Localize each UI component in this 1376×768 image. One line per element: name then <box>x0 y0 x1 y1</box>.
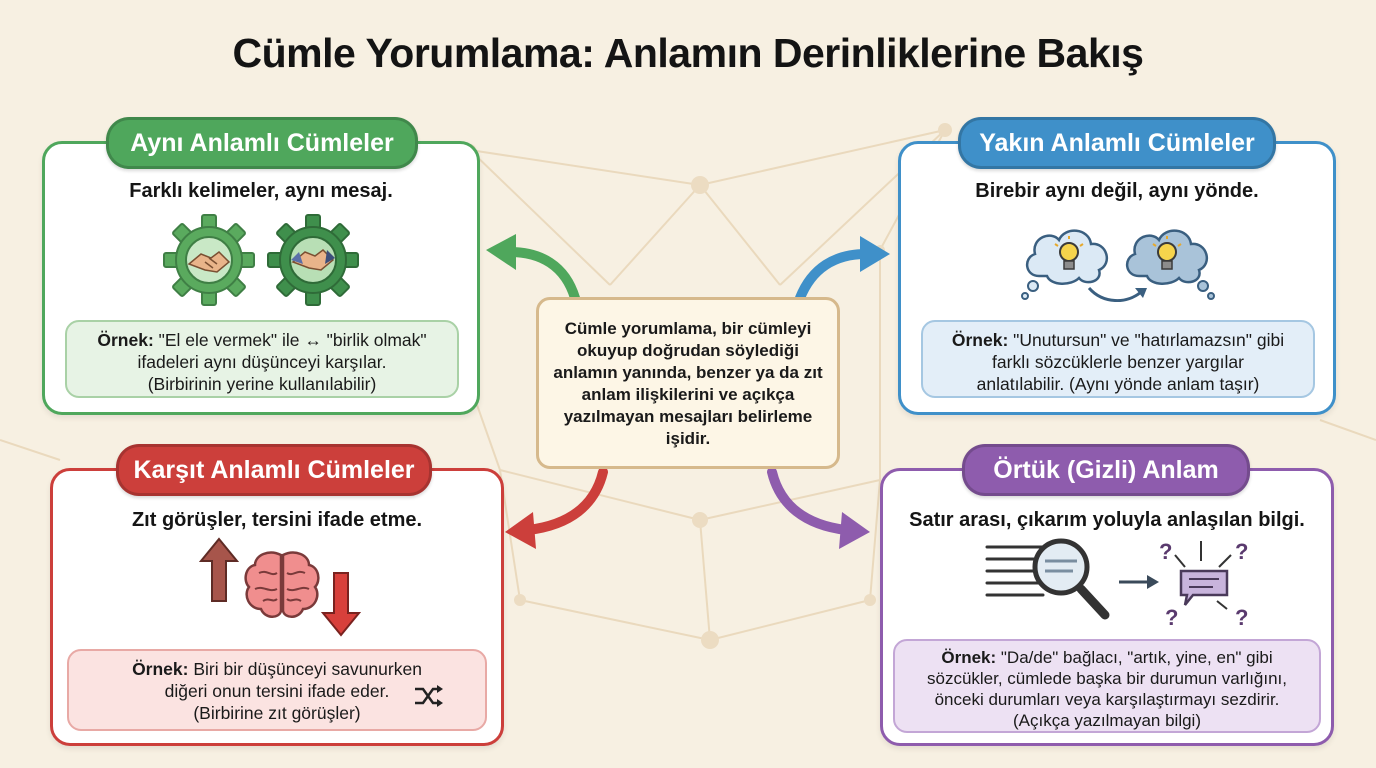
example-line: "Unutursun" ve "hatırlamazsın" gibi <box>1013 330 1285 350</box>
example-line: "El ele vermek" ile ↔ "birlik olmak" <box>158 330 427 350</box>
card-implicit-meaning: Satır arası, çıkarım yoluyla anlaşılan b… <box>880 468 1334 746</box>
svg-text:?: ? <box>1235 539 1248 564</box>
example-line: ifadeleri aynı düşünceyi karşılar. <box>137 352 387 372</box>
svg-text:?: ? <box>1235 605 1248 630</box>
arrow-blue-icon <box>795 236 890 303</box>
example-box: Örnek: "Da/de" bağlacı, "artık, yine, en… <box>893 639 1321 733</box>
example-line: anlatılabilir. (Aynı yönde anlam taşır) <box>976 374 1260 394</box>
thought-cloud-lightbulb-icon <box>1021 229 1109 300</box>
question-mark-icon: ???? <box>1159 539 1248 630</box>
card-title-implicit-meaning: Örtük (Gizli) Anlam <box>962 444 1250 496</box>
example-label: Örnek: <box>941 648 997 667</box>
card-same-meaning: Farklı kelimeler, aynı mesaj. <box>42 141 480 415</box>
example-box: Örnek: Biri bir düşünceyi savunurken diğ… <box>67 649 487 731</box>
shuffle-icon <box>415 685 443 707</box>
center-definition-box: Cümle yorumlama, bir cümleyi okuyup doğr… <box>536 297 840 469</box>
example-line: diğeri onun tersini ifade eder. <box>164 681 390 701</box>
example-line: (Birbirinin yerine kullanılabilir) <box>147 374 377 394</box>
brain-icon <box>244 551 320 618</box>
arrow-purple-icon <box>767 467 870 549</box>
example-line: "Da/de" bağlacı, "artık, yine, en" gibi <box>1000 648 1273 667</box>
example-label: Örnek: <box>97 330 154 350</box>
page-title: Cümle Yorumlama: Anlamın Derinliklerine … <box>232 30 1144 76</box>
arrow-up-icon <box>198 537 240 602</box>
card-subtitle: Farklı kelimeler, aynı mesaj. <box>129 180 393 202</box>
gear-handshake-icon <box>267 214 359 306</box>
card-title-opposite-meaning: Karşıt Anlamlı Cümleler <box>116 444 432 496</box>
gear-handshake-icon <box>163 214 255 306</box>
center-definition-text: Cümle yorumlama, bir cümleyi okuyup doğr… <box>553 319 823 448</box>
example-label: Örnek: <box>951 330 1009 350</box>
example-line: Biri bir düşünceyi savunurken <box>193 659 422 679</box>
example-line: sözcükler, cümlede başka bir durumun var… <box>926 669 1287 688</box>
card-opposite-meaning: Zıt görüşler, tersini ifade etme. Örnek:… <box>50 468 504 746</box>
example-label: Örnek: <box>132 659 189 679</box>
card-subtitle: Satır arası, çıkarım yoluyla anlaşılan b… <box>909 509 1305 531</box>
card-title-same-meaning: Aynı Anlamlı Cümleler <box>106 117 418 169</box>
card-near-meaning: Birebir aynı değil, aynı yönde. Örnek: "… <box>898 141 1336 415</box>
example-line: farklı sözcüklerle benzer yargılar <box>992 352 1244 372</box>
thought-cloud-lightbulb-icon <box>1126 229 1215 300</box>
example-line: önceki durumları veya karşılaştırmayı se… <box>934 690 1280 709</box>
example-box: Örnek: "El ele vermek" ile ↔ "birlik olm… <box>65 320 459 398</box>
example-line: (Açıkça yazılmayan bilgi) <box>1012 711 1201 730</box>
example-line: (Birbirine zıt görüşler) <box>193 703 361 723</box>
card-title-near-meaning: Yakın Anlamlı Cümleler <box>958 117 1276 169</box>
arrow-down-icon <box>320 572 362 637</box>
magnifier-icon <box>1032 538 1110 620</box>
curved-arrow-icon <box>1087 286 1147 302</box>
card-subtitle: Zıt görüşler, tersini ifade etme. <box>131 509 423 531</box>
arrow-right-icon <box>1119 575 1159 589</box>
svg-text:?: ? <box>1159 539 1172 564</box>
arrow-green-icon <box>486 234 580 303</box>
example-box: Örnek: "Unutursun" ve "hatırlamazsın" gi… <box>921 320 1315 398</box>
arrow-red-icon <box>505 467 608 549</box>
svg-text:?: ? <box>1165 605 1178 630</box>
speech-bubble-icon <box>1179 569 1229 606</box>
card-subtitle: Birebir aynı değil, aynı yönde. <box>975 180 1259 202</box>
